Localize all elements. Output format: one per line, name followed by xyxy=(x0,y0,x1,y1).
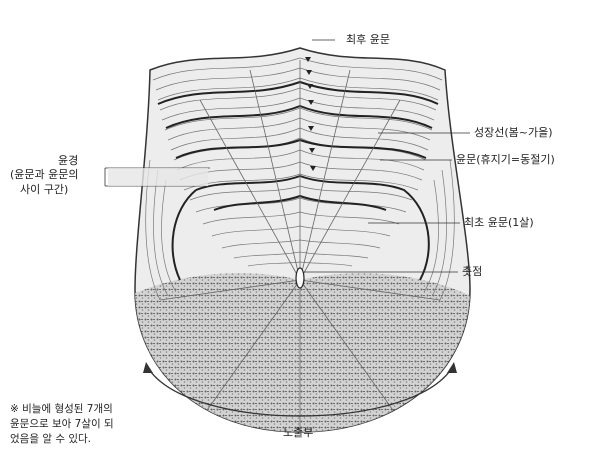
label-growth-zone: 성장선(봄~가을) xyxy=(474,126,553,139)
interval-bracket xyxy=(108,168,208,186)
label-interval-line3: 사이 구간) xyxy=(20,183,69,196)
label-annulus: 윤문(휴지기=동절기) xyxy=(456,153,555,166)
footnote-line1: ※ 비늘에 형성된 7개의 xyxy=(10,403,113,415)
radii-lines xyxy=(159,60,441,432)
label-last-ring: 최후 윤문 xyxy=(346,33,390,46)
label-interval-line2: (윤문과 윤문의 xyxy=(10,168,79,181)
focus-point xyxy=(295,267,305,289)
label-first-ring: 최초 윤문(1살) xyxy=(464,216,534,229)
footnote-line3: 었음을 알 수 있다. xyxy=(10,433,91,445)
label-interval-title: 윤경 xyxy=(58,154,79,167)
footnote: ※ 비늘에 형성된 7개의 윤문으로 보아 7살이 되 었음을 알 수 있다. xyxy=(10,402,114,447)
exposed-arrow xyxy=(143,362,457,417)
label-exposed: 노출부 xyxy=(283,426,314,439)
annulus-markers xyxy=(305,57,316,171)
label-focus: 촛점 xyxy=(462,265,483,278)
footnote-line2: 윤문으로 보아 7살이 되 xyxy=(10,418,114,430)
